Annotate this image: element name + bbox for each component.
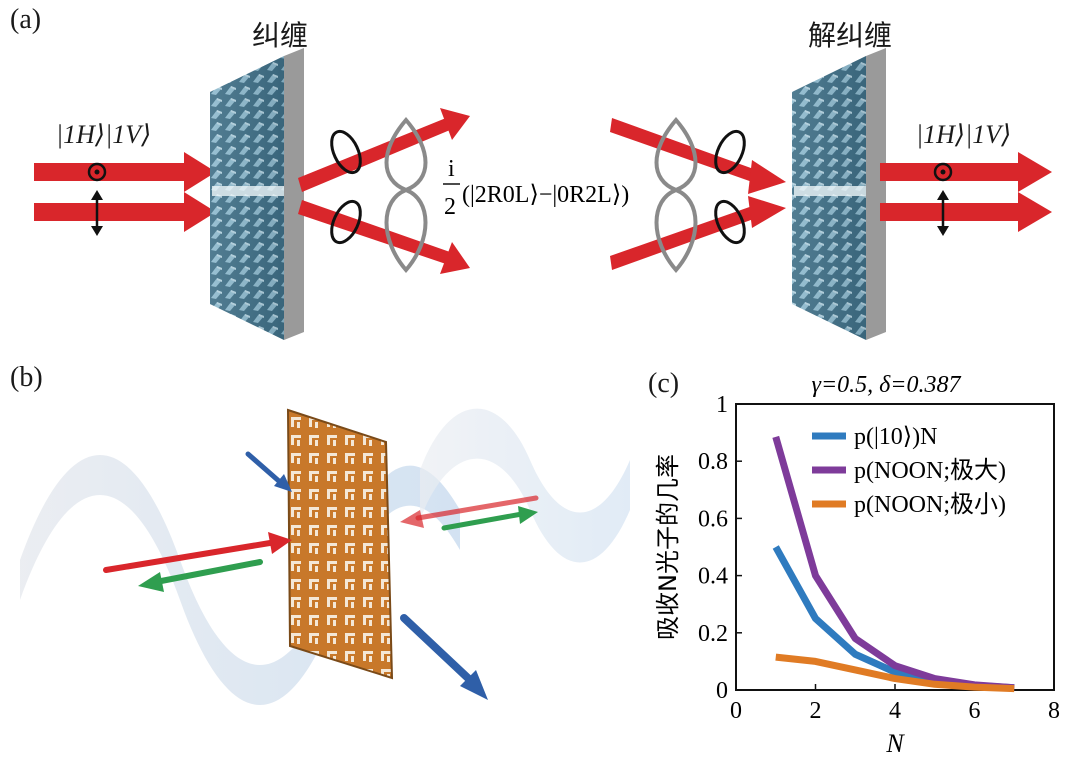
metasurface-right bbox=[792, 48, 886, 340]
beam-arrows bbox=[103, 451, 539, 700]
x-tick-label: 2 bbox=[810, 698, 822, 724]
polarization-symbols-input bbox=[87, 162, 107, 236]
panel-c-label: (c) bbox=[648, 368, 680, 399]
x-axis-label: N bbox=[885, 729, 905, 758]
panel-c: (c) γ=0.5, δ=0.387 0 2 4 6 8 0 0.2 0.4 0.6 0.8 1 … bbox=[640, 360, 1080, 764]
entanglement-loop-left bbox=[384, 116, 428, 274]
series-line-2 bbox=[775, 653, 1015, 693]
panel-a-illustration: i 2 (|2R0L⟩−|0R2L⟩) bbox=[34, 48, 1052, 340]
y-tick-label: 0.2 bbox=[698, 621, 728, 647]
legend-label-0: p(|10⟩)N bbox=[854, 424, 937, 450]
formula-denominator: 2 bbox=[444, 194, 456, 220]
circular-polarization-icons-right bbox=[714, 129, 746, 245]
output-state-label: |1H⟩|1V⟩ bbox=[916, 120, 1012, 149]
y-axis-ticks: 0 0.2 0.4 0.6 0.8 1 bbox=[698, 392, 742, 704]
x-tick-label: 0 bbox=[730, 698, 742, 724]
legend-label-1: p(NOON;极大) bbox=[854, 457, 1006, 484]
x-tick-label: 6 bbox=[969, 698, 981, 724]
disentangle-title: 解纠缠 bbox=[808, 19, 893, 52]
input-state-label: |1H⟩|1V⟩ bbox=[56, 120, 152, 149]
chart-svg: γ=0.5, δ=0.387 0 2 4 6 8 0 0.2 0.4 0.6 0.8 1 p(|1… bbox=[654, 372, 1060, 758]
y-tick-label: 1 bbox=[716, 392, 728, 418]
x-tick-label: 8 bbox=[1048, 698, 1060, 724]
y-tick-label: 0.4 bbox=[698, 564, 728, 590]
y-tick-label: 0.6 bbox=[698, 506, 728, 532]
y-tick-label: 0 bbox=[716, 678, 728, 704]
diverging-beams bbox=[298, 108, 470, 274]
metasurface-left bbox=[210, 48, 304, 340]
panel-b-label: (b) bbox=[10, 362, 43, 393]
panel-b-illustration bbox=[20, 408, 630, 705]
legend-label-2: p(NOON;极小) bbox=[854, 491, 1006, 518]
y-axis-label: 吸收N光子的几率 bbox=[654, 454, 682, 640]
series-lines bbox=[772, 435, 1015, 693]
light-waves bbox=[20, 408, 630, 705]
formula-prefactor: i bbox=[448, 156, 455, 182]
polarization-symbols-output bbox=[933, 162, 953, 236]
panel-a: (a) 纠缠 解纠缠 |1H⟩|1V⟩ |1H⟩|1V⟩ bbox=[0, 0, 1080, 350]
chart-title: γ=0.5, δ=0.387 bbox=[811, 372, 961, 398]
panel-b: (b) bbox=[0, 360, 640, 764]
legend: p(|10⟩)N p(NOON;极大) p(NOON;极小) bbox=[812, 424, 1006, 518]
x-tick-label: 4 bbox=[889, 698, 901, 724]
x-axis-ticks: 0 2 4 6 8 bbox=[730, 684, 1060, 724]
y-tick-label: 0.8 bbox=[698, 449, 728, 475]
circular-polarization-icons-left bbox=[330, 129, 362, 245]
entangled-state-formula: i 2 (|2R0L⟩−|0R2L⟩) bbox=[443, 156, 629, 220]
input-beams bbox=[34, 152, 216, 232]
converging-beams bbox=[610, 118, 786, 270]
metasurface-plate bbox=[286, 408, 394, 680]
formula-state: (|2R0L⟩−|0R2L⟩) bbox=[462, 182, 629, 208]
output-beams bbox=[880, 152, 1052, 232]
panel-a-label: (a) bbox=[10, 4, 42, 35]
entanglement-loop-right bbox=[654, 116, 698, 274]
entangle-title: 纠缠 bbox=[252, 19, 309, 52]
